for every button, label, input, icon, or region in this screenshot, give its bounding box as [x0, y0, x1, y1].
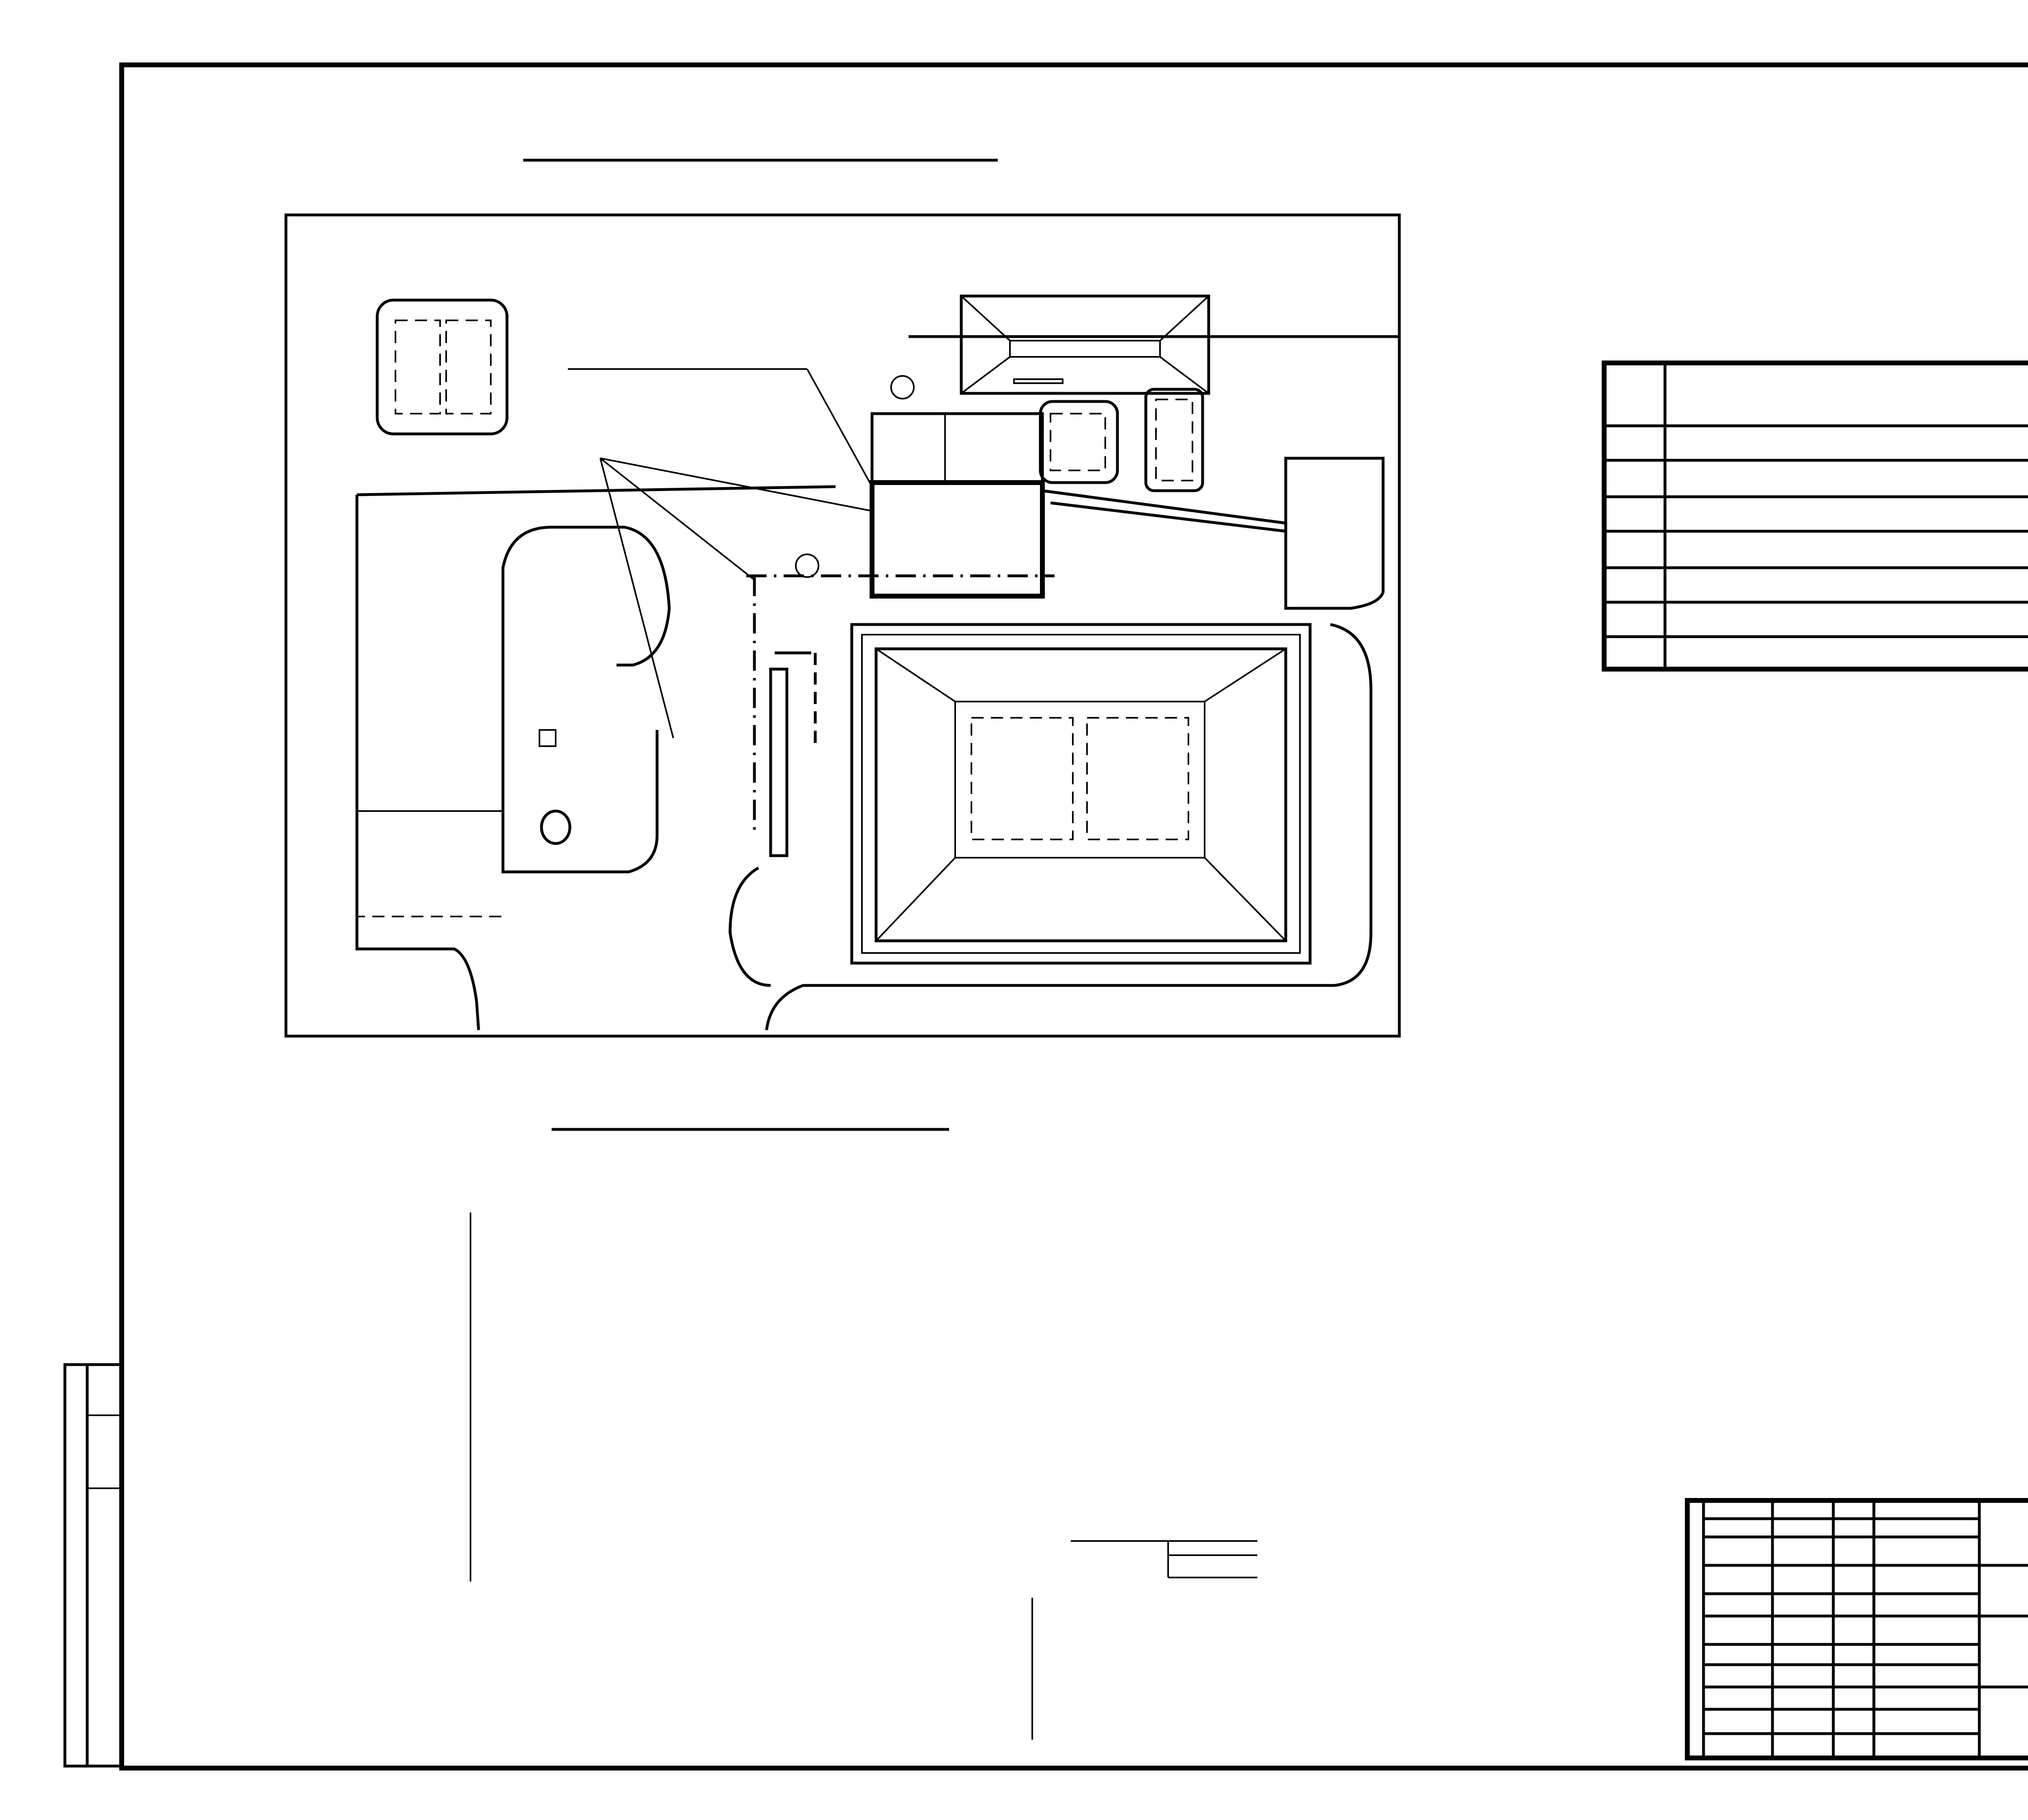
site-plan	[284, 213, 1401, 1038]
left-stamp-strip	[63, 1363, 123, 1768]
title-block	[1685, 1498, 2028, 1760]
explication-table	[1602, 361, 2028, 672]
